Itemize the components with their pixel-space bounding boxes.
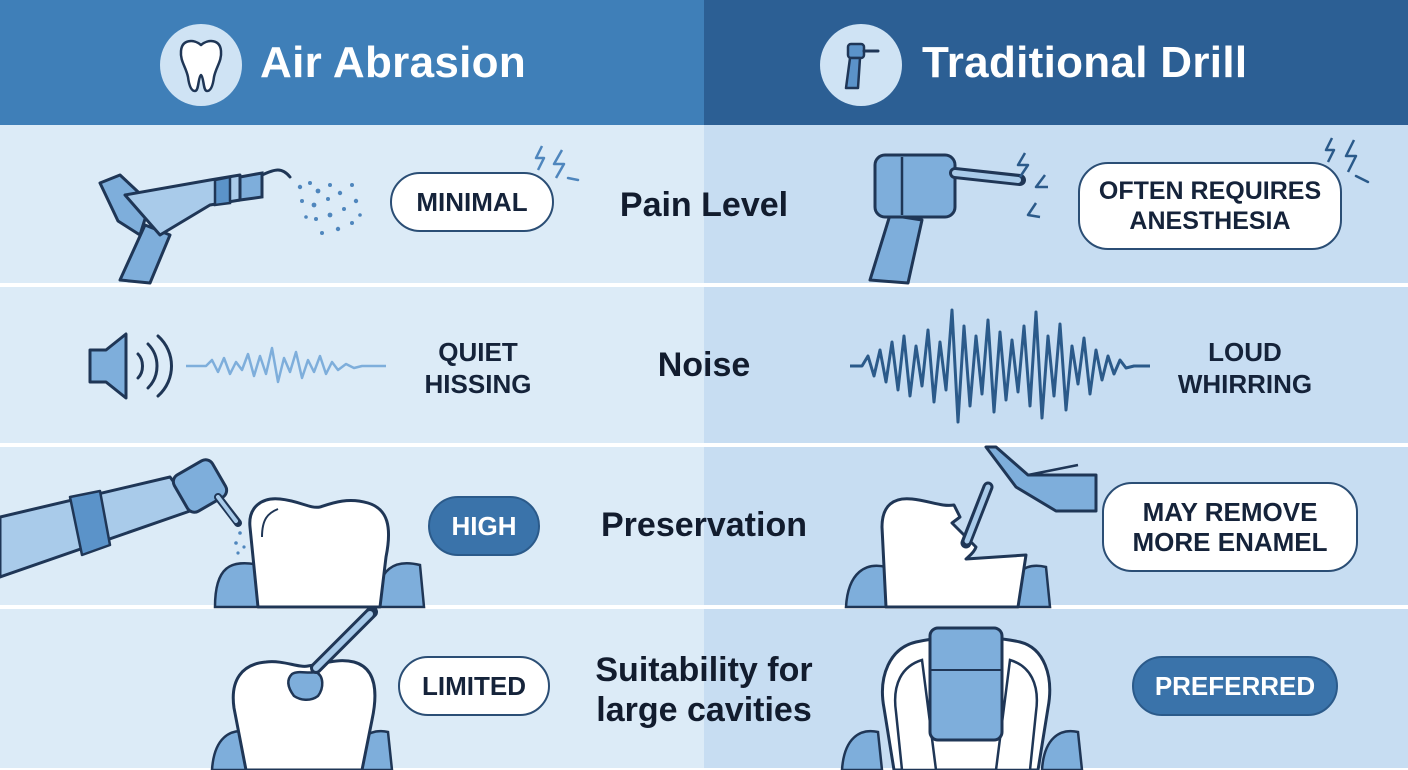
row-divider [0, 605, 1408, 609]
chipped-tooth-drill-icon [844, 445, 1098, 609]
noise-left-value: QUIET HISSING [424, 337, 532, 399]
header-air-abrasion: Air Abrasion [0, 0, 704, 125]
preservation-left-value: HIGH [428, 496, 540, 556]
tooth-with-air-abrasion-icon [0, 458, 426, 609]
spark-icon [534, 145, 580, 182]
noise-right-value: LOUD WHIRRING [1177, 337, 1313, 399]
loud-sound-wave-icon [850, 308, 1150, 424]
tooth-large-filling-icon [840, 626, 1084, 770]
speaker-icon [88, 332, 173, 400]
traditional-drill-title: Traditional Drill [922, 38, 1248, 87]
suitability-left-value: LIMITED [398, 656, 550, 716]
tooth-small-cavity-icon [210, 606, 394, 770]
row-divider [0, 283, 1408, 287]
tooth-icon [160, 24, 242, 106]
dental-drill-icon [868, 152, 1048, 285]
row-divider [0, 443, 1408, 447]
suitability-right-value: PREFERRED [1132, 656, 1338, 716]
criterion-noise: Noise [657, 346, 751, 384]
dental-handpiece-icon [820, 24, 902, 106]
criterion-pain-level: Pain Level [619, 186, 789, 224]
preservation-right-value: MAY REMOVE MORE ENAMEL [1102, 482, 1358, 572]
spark-icon [1324, 137, 1370, 184]
air-abrasion-handpiece-icon [98, 168, 362, 285]
header-traditional-drill: Traditional Drill [704, 0, 1408, 125]
pain-left-value: MINIMAL [390, 172, 554, 232]
air-abrasion-title: Air Abrasion [260, 38, 527, 87]
criterion-suitability-large-cavities: Suitability for large cavities [595, 651, 813, 729]
pain-right-value: OFTEN REQUIRES ANESTHESIA [1078, 162, 1342, 250]
criterion-preservation: Preservation [601, 506, 807, 544]
soft-sound-wave-icon [186, 346, 386, 384]
